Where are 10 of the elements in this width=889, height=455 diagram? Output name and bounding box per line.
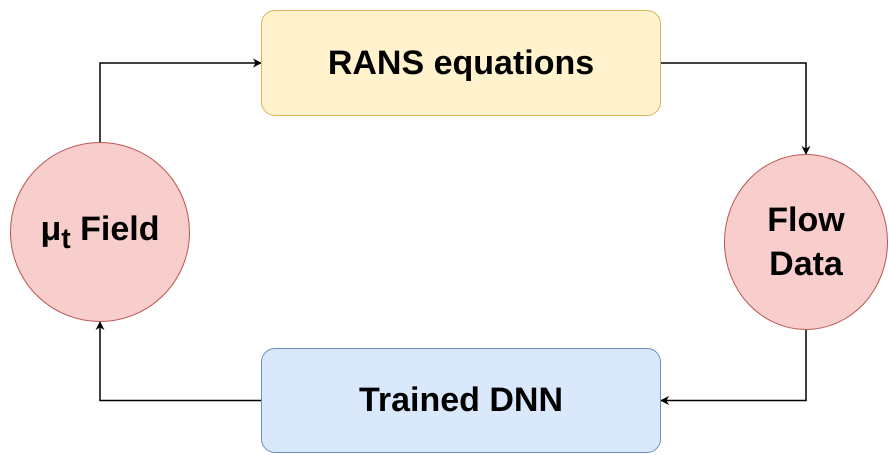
arrow [661,62,810,155]
node-label: μ$_{t}$ Field [40,208,160,256]
arrow [96,321,261,402]
node-label: RANS equations [328,42,594,84]
arrow [99,58,262,142]
node-label: Flow Data [766,200,846,285]
arrow [660,330,807,405]
process-box [261,10,661,116]
node-label: Trained DNN [358,380,564,422]
process-box [261,348,661,453]
